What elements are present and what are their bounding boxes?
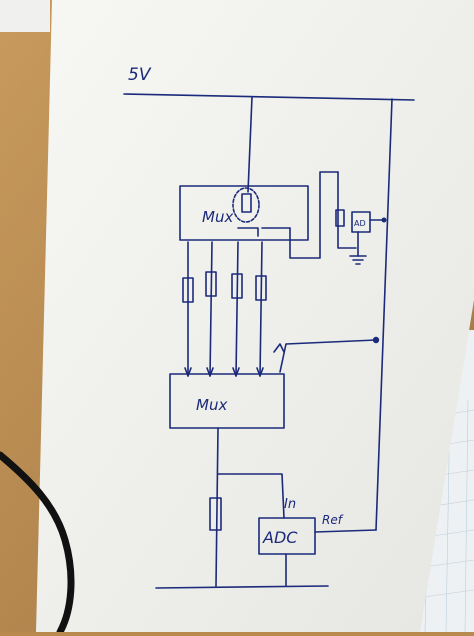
wire-to-adc-in (217, 473, 285, 519)
wire-ref-to-adc (314, 529, 377, 533)
supply-label: 5V (128, 65, 152, 85)
arrow-1 (184, 367, 192, 377)
adc-ref-label: Ref (322, 513, 344, 527)
branch-wire-2 (209, 241, 213, 377)
mux-internal-wire (237, 227, 259, 237)
ad-label: AD (354, 219, 366, 228)
arrow-4 (256, 367, 264, 377)
sensor-resistor (335, 209, 345, 227)
black-cable (0, 451, 75, 636)
ad-box (351, 211, 371, 233)
ground-rail (155, 585, 329, 589)
wire-ref-to-mux (279, 339, 377, 373)
branch-wire-4 (259, 241, 263, 377)
branch-wire-3 (235, 241, 239, 377)
mux-top-box (179, 185, 309, 241)
wire-mux-to-sensor (289, 171, 339, 259)
mux-bottom-label: Mux (196, 396, 227, 414)
circuit-diagram (123, 93, 415, 589)
sensor-wire (337, 171, 357, 249)
mux-bottom-box (169, 373, 285, 429)
supply-rail (123, 93, 415, 101)
top-pot-dashed-circle (232, 187, 260, 223)
arrow-3 (232, 367, 240, 377)
arrow-2 (206, 367, 214, 377)
wire-mux-out (215, 427, 219, 587)
branch-resistor-4 (255, 275, 267, 301)
junction-ad-node (381, 217, 387, 223)
wire-rail-to-pot (247, 96, 253, 193)
junction-ref-node (372, 336, 380, 344)
branch-resistor-3 (231, 273, 243, 299)
adc-in-label: In (284, 497, 296, 512)
wire-ref-vertical (375, 98, 393, 531)
mux-top-label: Mux (202, 208, 233, 226)
junction-dots (372, 217, 387, 344)
desk-paper-corner (0, 0, 50, 32)
adc-box (258, 517, 316, 555)
branch-resistor-2 (205, 271, 217, 297)
adc-label: ADC (262, 528, 298, 547)
bottom-resistor (209, 497, 222, 531)
arrow-5 (273, 343, 285, 353)
branch-resistor-1 (182, 277, 194, 303)
paper-sheet (36, 0, 474, 632)
top-pot-resistor (241, 193, 252, 213)
